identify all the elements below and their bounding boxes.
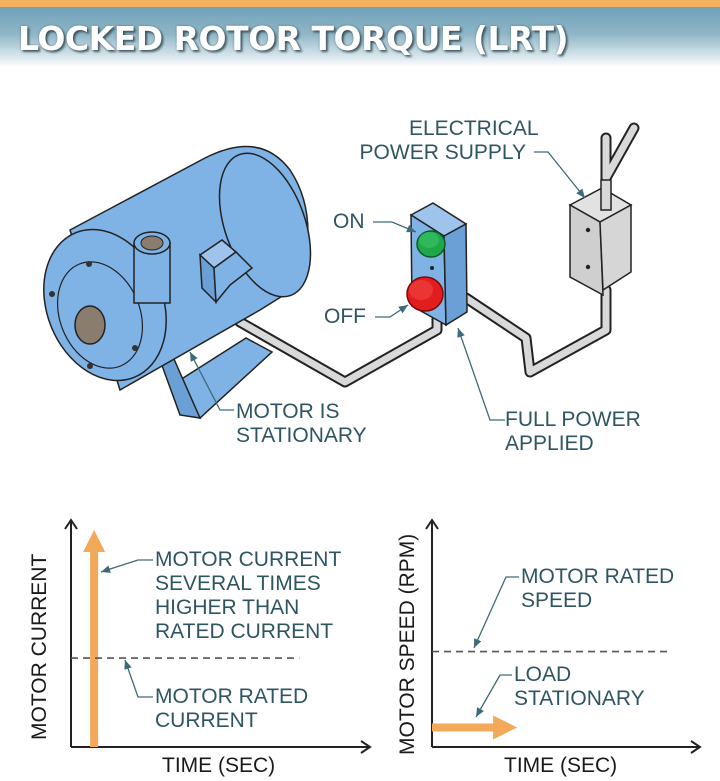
conduit-supply-to-switch: [460, 122, 640, 378]
chart2-annot2-line2: STATIONARY: [514, 687, 645, 710]
accent-bar: [0, 0, 720, 7]
chart1-annot1-line3: HIGHER THAN: [155, 596, 300, 619]
load-arrow-head: [493, 715, 518, 740]
current-arrow-head: [83, 530, 106, 552]
chart-motor-speed: [425, 518, 702, 754]
annotation-leader-rated-speed: [473, 576, 519, 649]
on-label: ON: [333, 210, 365, 233]
title-banner: LOCKED ROTOR TORQUE (LRT): [0, 7, 720, 67]
chart1-annotation-current: MOTOR CURRENT SEVERAL TIMES HIGHER THAN …: [155, 548, 341, 644]
chart2-annot1-line2: SPEED: [521, 589, 593, 612]
full-power-label: FULL POWER APPLIED: [505, 408, 641, 456]
annotation-leader-rated: [124, 659, 153, 698]
power-supply-label-line2: POWER SUPPLY: [359, 141, 527, 164]
leader-lines: [189, 151, 586, 421]
chart1-annotation-rated: MOTOR RATED CURRENT: [155, 685, 308, 733]
chart2-annotation-load: LOAD STATIONARY: [514, 663, 645, 711]
full-power-line1: FULL POWER: [505, 408, 641, 431]
chart2-xlabel: TIME (SEC): [504, 754, 618, 777]
load-arrow-shaft: [432, 723, 496, 732]
y-axis-arrowhead: [425, 518, 439, 530]
chart-motor-current: [64, 518, 372, 754]
chart2-annot2-line1: LOAD: [514, 663, 572, 686]
x-axis-arrowhead: [360, 740, 372, 754]
power-supply-label: ELECTRICAL POWER SUPPLY: [360, 117, 539, 165]
full-power-line2: APPLIED: [505, 432, 594, 455]
off-label: OFF: [324, 305, 366, 328]
annotation-leader-load: [475, 674, 512, 718]
chart2-annot1-line1: MOTOR RATED: [521, 565, 675, 588]
annotation-leader-current: [100, 559, 153, 573]
chart1-xlabel: TIME (SEC): [162, 754, 276, 777]
page-title: LOCKED ROTOR TORQUE (LRT): [18, 19, 569, 58]
chart1-ylabel: MOTOR CURRENT: [28, 553, 51, 740]
x-axis-arrowhead: [690, 740, 702, 754]
chart2-ylabel: MOTOR SPEED (RPM): [396, 533, 419, 755]
junction-box-icon: [568, 179, 633, 297]
chart1-annot1-line1: MOTOR CURRENT: [155, 548, 342, 571]
chart1-annot1-line4: RATED CURRENT: [155, 620, 334, 643]
motor-stationary-label: MOTOR IS STATIONARY: [236, 400, 367, 448]
switch-box-icon: [406, 202, 468, 327]
pump-motor-icon: [43, 145, 312, 420]
current-arrow-shaft: [90, 550, 99, 747]
chart1-annot2-line2: CURRENT: [155, 709, 258, 732]
chart2-annotation-rated-speed: MOTOR RATED SPEED: [521, 565, 674, 613]
chart1-annot1-line2: SEVERAL TIMES: [155, 572, 321, 595]
power-supply-label-line1: ELECTRICAL: [409, 117, 539, 140]
motor-stationary-line1: MOTOR IS: [236, 400, 340, 423]
motor-stationary-line2: STATIONARY: [236, 424, 367, 447]
chart1-annot2-line1: MOTOR RATED: [155, 685, 309, 708]
y-axis-arrowhead: [64, 518, 78, 530]
